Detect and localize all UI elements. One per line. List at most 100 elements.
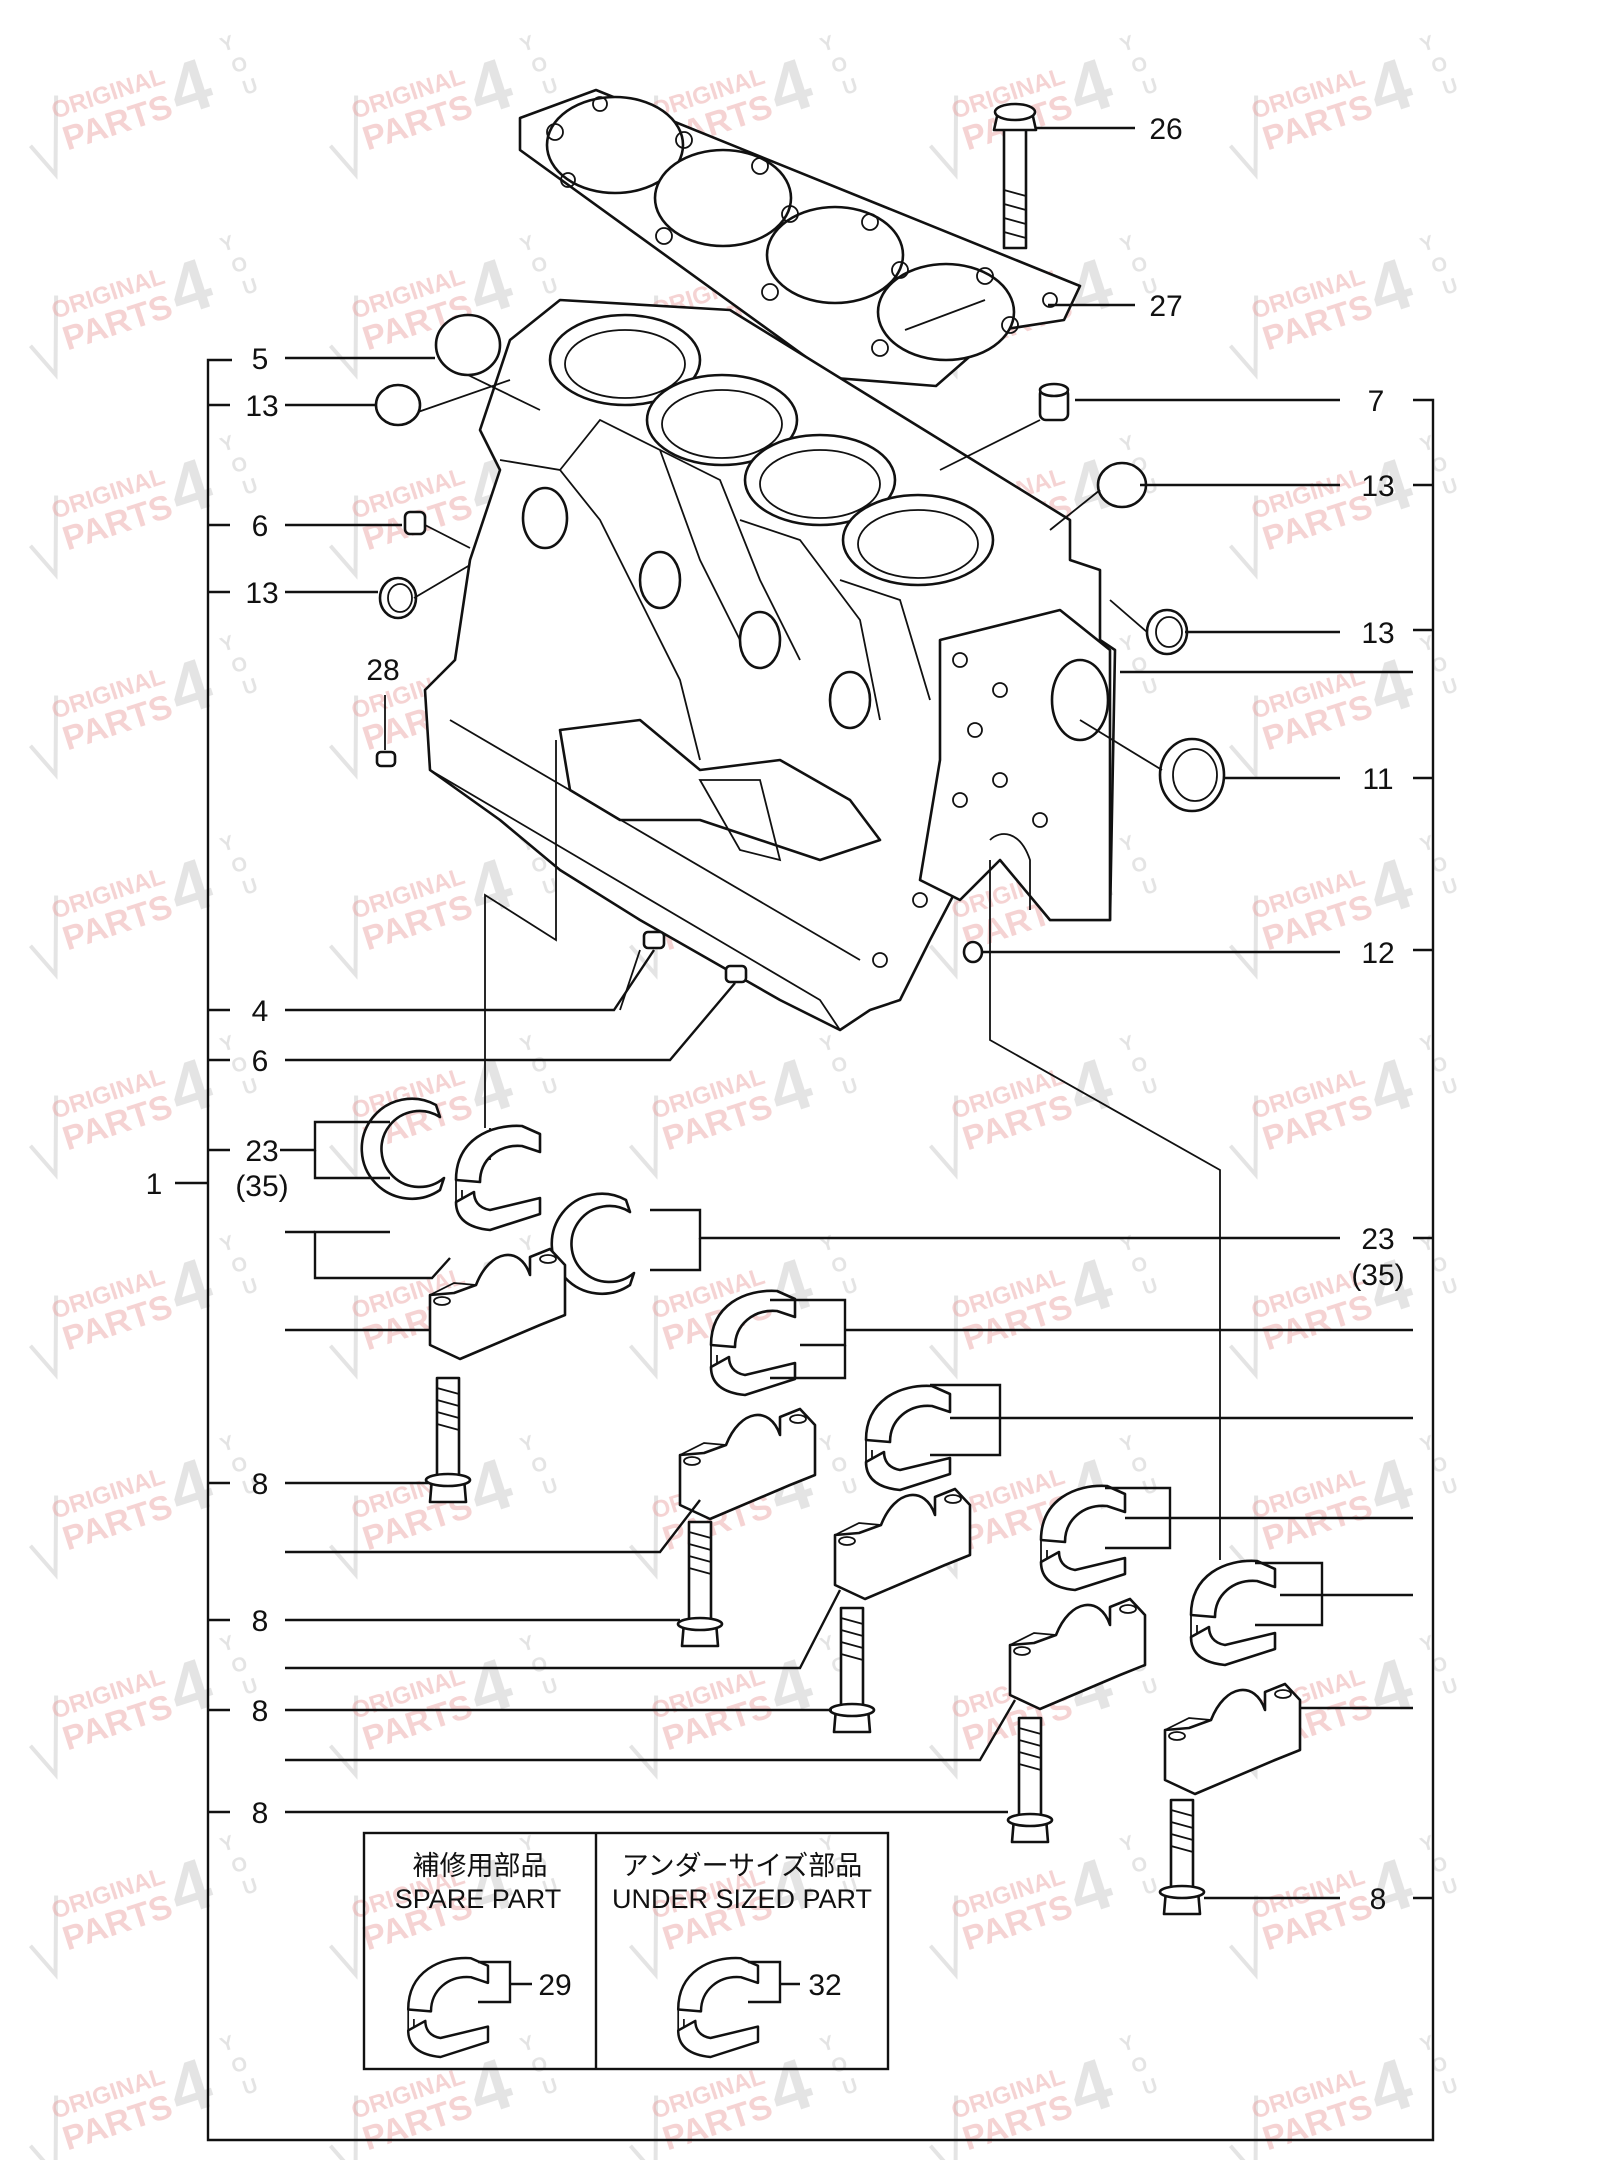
svg-text:O: O (529, 2052, 551, 2078)
svg-text:U: U (1140, 274, 1161, 299)
svg-text:U: U (1440, 1074, 1461, 1099)
svg-text:O: O (229, 852, 251, 878)
label-6a: 6 (252, 510, 269, 543)
svg-text:Y: Y (1118, 631, 1138, 656)
svg-text:Y: Y (518, 2031, 538, 2056)
label-28: 28 (366, 654, 399, 687)
svg-text:Y: Y (818, 31, 838, 56)
svg-text:O: O (1129, 1452, 1151, 1478)
svg-text:Y: Y (1418, 1631, 1438, 1656)
svg-text:U: U (840, 1074, 861, 1099)
bearing-shell (1189, 1559, 1277, 1667)
svg-text:U: U (240, 1274, 261, 1299)
svg-text:O: O (1129, 1852, 1151, 1878)
frame-lines (175, 358, 1435, 2142)
cap-bolt (1158, 1798, 1206, 1916)
bearing-cap (1008, 1597, 1147, 1711)
svg-text:O: O (829, 1052, 851, 1078)
label-8c: 8 (252, 1695, 269, 1728)
label-1: 1 (146, 1168, 163, 1201)
svg-text:Y: Y (218, 2031, 238, 2056)
svg-text:Y: Y (218, 831, 238, 856)
svg-text:U: U (540, 74, 561, 99)
svg-text:U: U (1440, 1274, 1461, 1299)
svg-text:U: U (1440, 474, 1461, 499)
svg-text:U: U (840, 1274, 861, 1299)
svg-text:O: O (1429, 52, 1451, 78)
svg-text:Y: Y (218, 631, 238, 656)
svg-text:Y: Y (518, 1631, 538, 1656)
svg-text:Y: Y (818, 1031, 838, 1056)
svg-text:Y: Y (518, 1431, 538, 1456)
label-35b: (35) (1351, 1259, 1404, 1292)
svg-text:O: O (1129, 652, 1151, 678)
svg-text:U: U (540, 1874, 561, 1899)
svg-text:Y: Y (818, 1431, 838, 1456)
bearing-cap (1163, 1682, 1302, 1796)
under-sized-part-jp: アンダーサイズ部品 (622, 1851, 863, 1882)
svg-text:Y: Y (218, 1431, 238, 1456)
label-32: 32 (808, 1969, 841, 2002)
svg-text:O: O (1129, 1052, 1151, 1078)
label-8a: 8 (252, 1468, 269, 1501)
svg-text:O: O (229, 2052, 251, 2078)
spare-part-en: SPARE PART (395, 1884, 562, 1914)
svg-text:O: O (829, 52, 851, 78)
svg-text:Y: Y (218, 431, 238, 456)
svg-text:U: U (1440, 1874, 1461, 1899)
svg-text:O: O (1129, 2052, 1151, 2078)
svg-text:Y: Y (1418, 431, 1438, 456)
svg-text:U: U (1440, 1474, 1461, 1499)
svg-text:O: O (229, 1652, 251, 1678)
svg-text:O: O (529, 52, 551, 78)
svg-text:U: U (540, 874, 561, 899)
svg-text:U: U (240, 74, 261, 99)
svg-text:O: O (529, 252, 551, 278)
label-8b: 8 (252, 1605, 269, 1638)
svg-text:U: U (1140, 2074, 1161, 2099)
svg-text:U: U (240, 1674, 261, 1699)
svg-text:Y: Y (1118, 831, 1138, 856)
svg-text:Y: Y (818, 1631, 838, 1656)
cap-bolt (828, 1606, 876, 1734)
svg-text:O: O (229, 1452, 251, 1478)
bearing-cap (678, 1407, 817, 1521)
legend-box: 補修用部品 SPARE PART アンダーサイズ部品 UNDER SIZED P… (362, 1831, 890, 2071)
svg-text:Y: Y (518, 1231, 538, 1256)
under-sized-part-en: UNDER SIZED PART (612, 1884, 872, 1914)
svg-text:O: O (1129, 252, 1151, 278)
label-13b: 13 (245, 577, 278, 610)
label-13a: 13 (245, 390, 278, 423)
svg-text:Y: Y (518, 231, 538, 256)
svg-text:U: U (1140, 74, 1161, 99)
svg-text:U: U (240, 874, 261, 899)
svg-text:U: U (840, 1474, 861, 1499)
svg-text:U: U (1140, 1274, 1161, 1299)
svg-text:U: U (1140, 1874, 1161, 1899)
svg-text:U: U (240, 1474, 261, 1499)
svg-text:Y: Y (1118, 1831, 1138, 1856)
cap-bolt (676, 1520, 724, 1648)
svg-text:O: O (229, 252, 251, 278)
svg-text:U: U (840, 2074, 861, 2099)
svg-text:Y: Y (1418, 631, 1438, 656)
svg-text:U: U (1440, 2074, 1461, 2099)
svg-text:Y: Y (1118, 231, 1138, 256)
svg-text:O: O (229, 452, 251, 478)
svg-text:O: O (229, 652, 251, 678)
